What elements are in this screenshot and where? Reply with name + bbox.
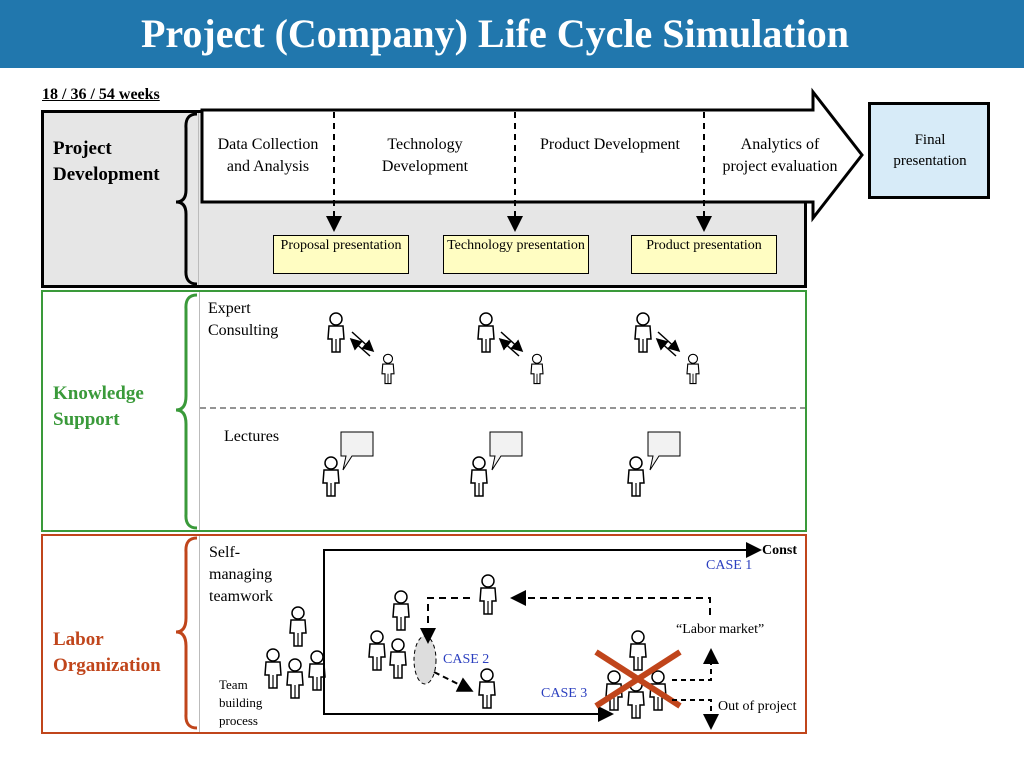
const-label: Const: [762, 543, 798, 558]
labor-organization-panel: [41, 534, 807, 734]
project-brace: [175, 112, 198, 286]
knowledge-support-panel: [41, 290, 807, 532]
lecturer-2: [470, 431, 523, 497]
project-development-label: Project Development: [53, 138, 160, 185]
final-presentation-box: [868, 102, 990, 199]
phase-data-collection: Data Collection and Analysis: [217, 136, 319, 175]
out-of-project-label: Out of project: [718, 699, 797, 714]
knowledge-support-label: Knowledge Support: [53, 383, 144, 430]
title-bar: [0, 0, 1024, 68]
expert-consulting-label: Expert Consulting: [208, 300, 279, 339]
final-presentation-label: Final presentation: [893, 132, 967, 169]
lecturer-1: [322, 431, 374, 497]
expert-pair-2: [477, 312, 544, 385]
case3-group: [594, 630, 682, 719]
knowledge-brace: [175, 293, 198, 530]
case2-label: CASE 2: [443, 652, 490, 667]
technology-presentation: Technology presentation: [443, 235, 589, 274]
expert-pair-1: [327, 312, 395, 385]
expert-pair-3: [634, 312, 700, 385]
labor-organization-divider: [199, 536, 200, 732]
labor-market-label: “Labor market”: [676, 622, 765, 637]
labor-organization-label: Labor Organization: [53, 629, 161, 676]
weeks-label: 18 / 36 / 54 weeks: [42, 86, 160, 103]
proposal-presentation: Proposal presentation: [273, 235, 409, 274]
knowledge-support-divider: [199, 292, 200, 530]
labor-brace: [175, 536, 198, 730]
timeline-arrow: [200, 87, 864, 223]
case1-label: CASE 1: [706, 558, 753, 573]
case3-label: CASE 3: [541, 686, 588, 701]
phase-analytics: Analytics of project evaluation: [722, 136, 838, 175]
lecturer-3: [627, 431, 681, 497]
lectures-label: Lectures: [224, 428, 280, 445]
project-development-label-bg: [44, 113, 199, 285]
product-presentation: Product presentation: [631, 235, 777, 274]
phase-product-development: Product Development: [540, 136, 680, 153]
self-managing-label: Self-managing teamwork: [209, 544, 273, 605]
self-managing-group: [368, 590, 410, 679]
page-title: Project (Company) Life Cycle Simulation: [140, 11, 850, 56]
team-building-label: Team building process: [219, 677, 263, 728]
phase-technology-development: Technology Development: [381, 136, 469, 175]
